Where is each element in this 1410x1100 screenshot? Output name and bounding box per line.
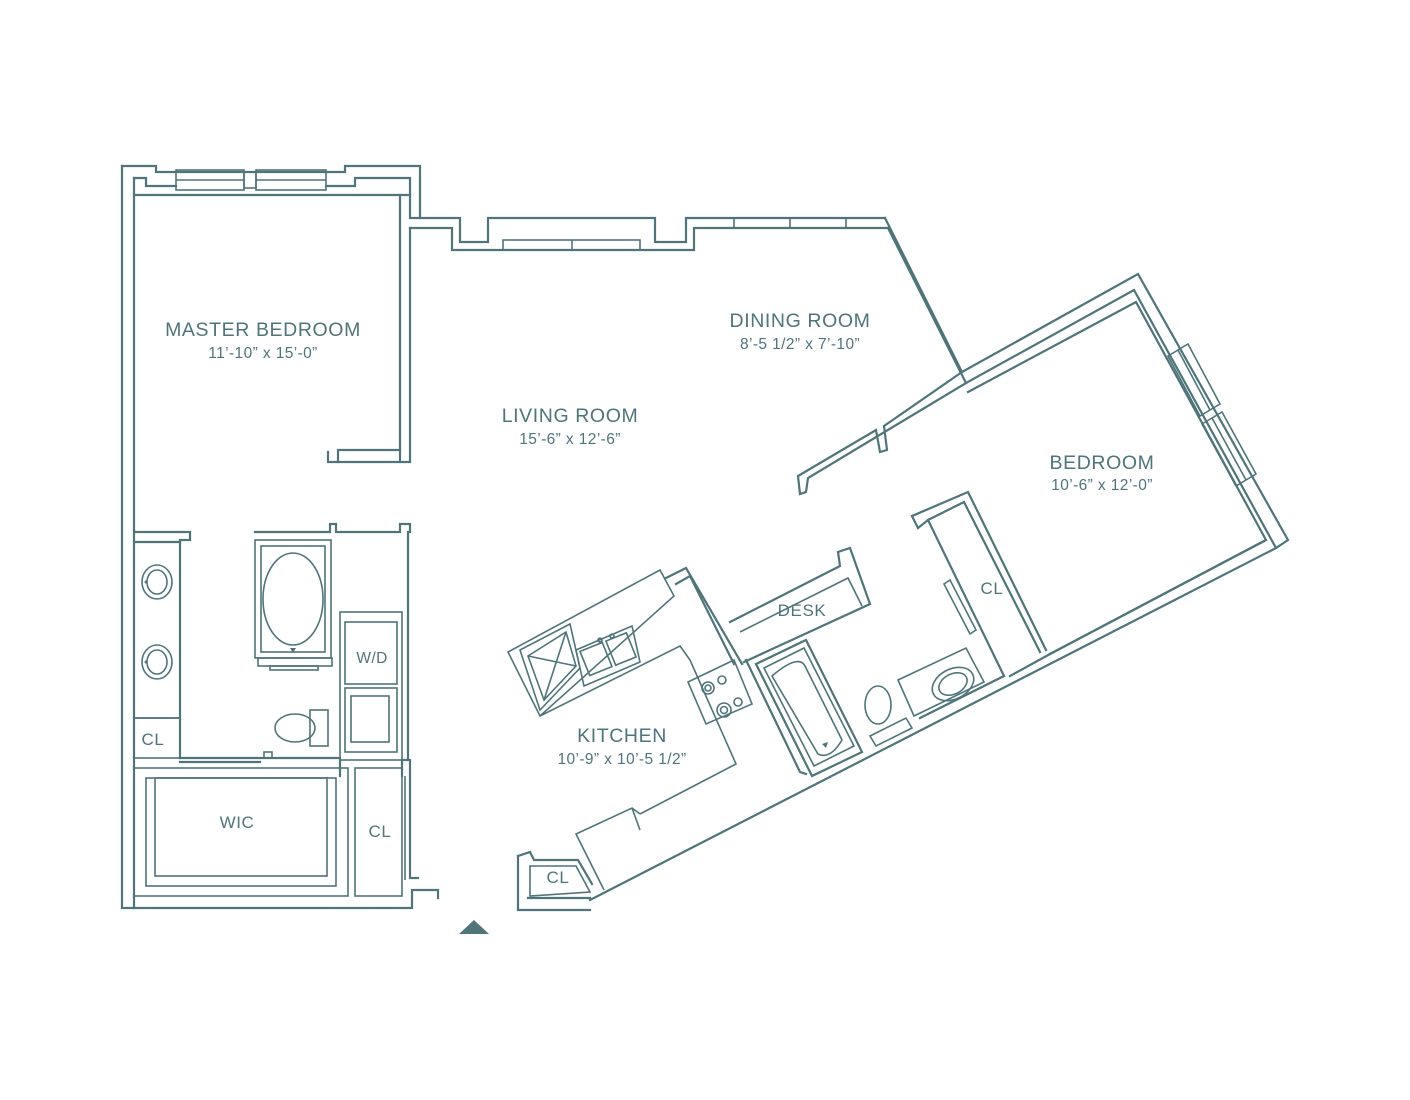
master-bedroom-dims: 11’-10” x 15’-0” [208, 345, 318, 362]
closet-label-master-bath: CL [142, 730, 165, 749]
master-bedroom-name: MASTER BEDROOM [165, 319, 361, 341]
bedroom-name: BEDROOM [1050, 452, 1155, 474]
wic-label: WIC [220, 813, 255, 832]
closet-label-hall: CL [369, 822, 392, 841]
kitchen-name: KITCHEN [577, 725, 667, 747]
living-room-dims: 15’-6” x 12’-6” [519, 431, 621, 448]
dining-room-dims: 8’-5 1/2” x 7’-10” [740, 336, 860, 353]
washer-dryer-label: W/D [356, 650, 387, 667]
living-room-name: LIVING ROOM [502, 405, 639, 427]
desk-label: DESK [778, 601, 827, 620]
right-wing-walls [506, 216, 1290, 912]
bedroom-dims: 10’-6” x 12’-0” [1051, 477, 1153, 494]
closet-label-bedroom: CL [981, 579, 1004, 598]
entry-arrow-icon [459, 920, 489, 934]
kitchen-dims: 10’-9” x 10’-5 1/2” [557, 751, 686, 768]
dining-room-name: DINING ROOM [730, 310, 871, 332]
master-wing-walls [120, 164, 890, 910]
closet-label-kitchen: CL [547, 868, 570, 887]
